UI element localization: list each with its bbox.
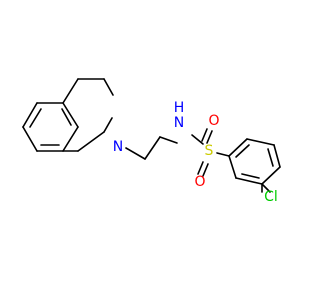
bond: [144, 136, 161, 160]
atom-o-top: O: [208, 113, 219, 129]
bond: [22, 102, 38, 128]
atom-o-bottom: O: [194, 174, 205, 190]
atom-h: H: [174, 100, 185, 116]
bond: [261, 166, 281, 185]
bond: [228, 138, 248, 157]
bond: [206, 130, 213, 144]
bond: [125, 147, 146, 160]
bond: [197, 161, 204, 175]
bonds: [22, 78, 281, 193]
molecule-diagram: N N H S O O Cl: [22, 78, 281, 205]
bond: [191, 134, 204, 145]
bond: [103, 78, 114, 96]
bond: [241, 173, 260, 179]
atom-s: S: [205, 143, 214, 159]
bond: [246, 138, 275, 146]
bond: [77, 131, 105, 152]
bond: [62, 126, 79, 152]
atom-n-ring: N: [113, 139, 123, 155]
atom-cl: Cl: [264, 189, 278, 205]
atom-nh: N: [174, 115, 184, 131]
bond: [103, 117, 113, 133]
bond: [235, 177, 263, 185]
bond: [216, 152, 230, 157]
atom-labels: N N H S O O Cl: [113, 100, 278, 205]
bond: [159, 136, 178, 144]
bond: [62, 102, 79, 128]
bond: [29, 108, 42, 128]
bond: [201, 128, 208, 142]
bond: [22, 126, 38, 152]
bond: [228, 155, 237, 179]
bond: [202, 163, 209, 177]
bond: [267, 148, 274, 167]
bond: [261, 183, 271, 193]
bond: [62, 78, 79, 104]
bond: [61, 108, 72, 126]
bond: [235, 144, 250, 158]
bond: [273, 144, 281, 168]
